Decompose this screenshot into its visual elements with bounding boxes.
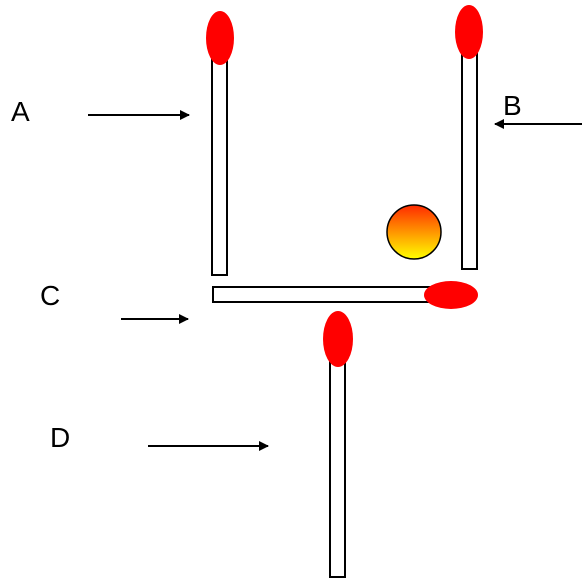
match-d-stick (329, 357, 346, 578)
match-d[interactable] (323, 311, 353, 578)
match-c-stick (212, 286, 436, 303)
label-c: C (40, 280, 60, 311)
match-b-head (455, 5, 483, 59)
match-c-head (424, 281, 478, 309)
match-a-stick (211, 55, 228, 276)
match-b[interactable] (455, 5, 483, 270)
match-d-head (323, 311, 353, 367)
label-a: A (11, 96, 30, 127)
ball[interactable] (386, 204, 442, 260)
match-c[interactable] (212, 281, 478, 309)
match-a-head (206, 11, 234, 65)
match-a[interactable] (206, 11, 234, 276)
match-b-stick (461, 49, 478, 270)
label-b: B (503, 90, 522, 121)
label-d: D (50, 422, 70, 453)
